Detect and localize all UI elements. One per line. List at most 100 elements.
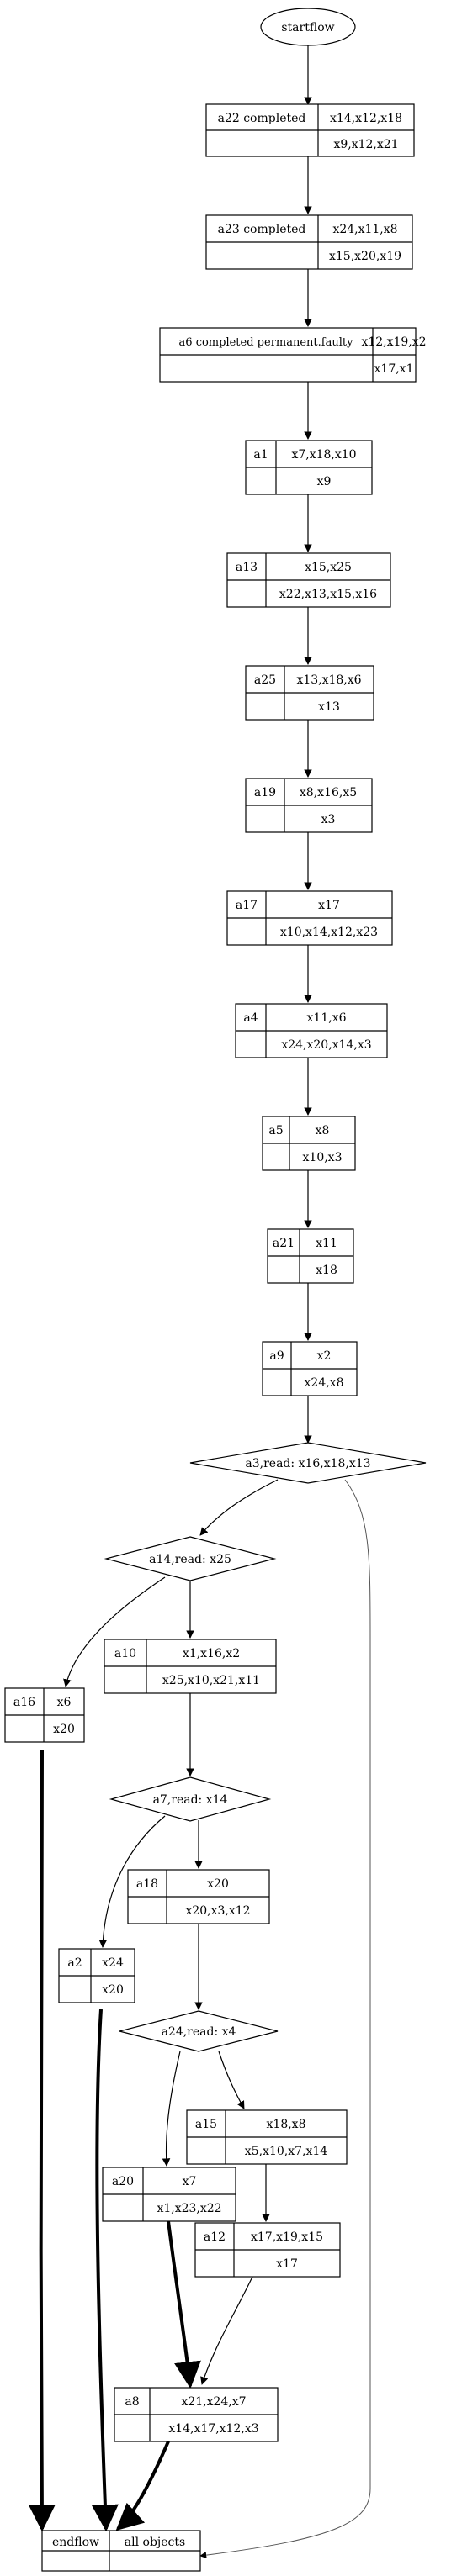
node-name: a12 <box>204 2230 226 2244</box>
node-writes: x17 <box>318 899 340 912</box>
edge-a3-end <box>199 1479 371 2559</box>
node-a8: a8 x21,x24,x7 x14,x17,x12,x3 <box>114 2387 279 2442</box>
edge-a3-a14 <box>199 1479 279 1536</box>
node-name: a1 <box>253 448 268 462</box>
node-writes: x20 <box>207 1877 229 1891</box>
node-name: a22 completed <box>218 112 306 125</box>
end-node: endflow all objects <box>41 2530 201 2572</box>
node-a22: a22 completed x14,x12,x18 x9,x12,x21 <box>205 103 415 157</box>
node-name: a2 <box>67 1956 82 1970</box>
start-node: startflow <box>260 8 356 46</box>
node-a6: a6 completed permanent.faulty x12,x19,x2… <box>159 327 427 383</box>
node-reads: x20,x3,x12 <box>185 1904 250 1918</box>
node-reads: x13 <box>318 700 340 714</box>
start-label: startflow <box>281 21 334 34</box>
node-name: a19 <box>254 786 276 800</box>
node-name: a23 completed <box>218 223 306 236</box>
node-reads: x10,x14,x12,x23 <box>280 926 378 939</box>
node-name: a16 <box>13 1696 35 1709</box>
node-writes: x17,x19,x15 <box>251 2230 323 2244</box>
node-writes: x7,x18,x10 <box>291 448 356 462</box>
decision-a24: a24,read: x4 <box>119 2010 279 2052</box>
node-writes: x18,x8 <box>267 2118 306 2131</box>
node-name: a25 <box>254 673 276 687</box>
decision-label: a14,read: x25 <box>149 1553 231 1566</box>
node-reads: x22,x13,x15,x16 <box>279 588 377 601</box>
node-name: a17 <box>236 899 258 912</box>
node-name: a8 <box>125 2395 139 2409</box>
node-writes: x11,x6 <box>307 1011 347 1025</box>
end-label: all objects <box>125 2536 185 2549</box>
node-name: a13 <box>236 561 258 574</box>
node-a10: a10 x1,x16,x2 x25,x10,x21,x11 <box>104 1639 277 1694</box>
node-writes: x8,x16,x5 <box>300 786 357 800</box>
node-a13: a13 x15,x25 x22,x13,x15,x16 <box>226 552 391 608</box>
node-writes: x24,x11,x8 <box>332 223 397 236</box>
node-writes: x15,x25 <box>305 561 352 574</box>
node-writes: x11 <box>316 1237 337 1250</box>
node-reads: x18 <box>316 1264 337 1277</box>
node-writes: x24 <box>102 1956 124 1970</box>
node-name: a21 <box>273 1237 295 1250</box>
node-a1: a1 x7,x18,x10 x9 <box>245 440 373 495</box>
node-a9: a9 x2 x24,x8 <box>262 1341 358 1396</box>
node-a5: a5 x8 x10,x3 <box>262 1116 356 1171</box>
node-a4: a4 x11,x6 x24,x20,x14,x3 <box>235 1003 388 1058</box>
node-writes: x1,x16,x2 <box>183 1647 240 1660</box>
node-reads: x9,x12,x21 <box>333 138 398 151</box>
node-a19: a19 x8,x16,x5 x3 <box>245 778 373 833</box>
edge-a7-a2 <box>98 1815 166 1948</box>
node-a12: a12 x17,x19,x15 x17 <box>194 2222 341 2278</box>
node-reads: x25,x10,x21,x11 <box>162 1674 260 1687</box>
node-writes: x21,x24,x7 <box>181 2395 246 2409</box>
decision-label: a7,read: x14 <box>153 1793 228 1807</box>
node-a25: a25 x13,x18,x6 x13 <box>245 665 374 721</box>
node-a15: a15 x18,x8 x5,x10,x7,x14 <box>186 2109 348 2165</box>
edge-a2-end <box>91 2009 119 2532</box>
node-reads: x14,x17,x12,x3 <box>168 2422 258 2436</box>
node-reads: x10,x3 <box>303 1151 343 1164</box>
edge-a8-end <box>115 2441 170 2531</box>
edges <box>28 45 371 2559</box>
edge-a20-a8 <box>167 2220 201 2389</box>
node-name: a6 completed permanent.faulty <box>179 336 354 349</box>
node-reads: x9 <box>317 475 332 488</box>
node-reads: x20 <box>102 1983 124 1997</box>
node-a21: a21 x11 x18 <box>267 1228 354 1284</box>
node-writes: x13,x18,x6 <box>296 673 361 687</box>
node-a16: a16 x6 x20 <box>4 1687 85 1743</box>
node-writes: x2 <box>317 1349 332 1363</box>
node-reads: x5,x10,x7,x14 <box>245 2145 327 2158</box>
node-name: a4 <box>243 1011 258 1025</box>
node-a20: a20 x7 x1,x23,x22 <box>102 2167 236 2222</box>
node-name: a20 <box>112 2175 134 2188</box>
node-name: a10 <box>114 1647 136 1660</box>
node-writes: x12,x19,x2 <box>361 335 426 349</box>
node-writes: x14,x12,x18 <box>330 112 402 125</box>
node-reads: x17,x1 <box>374 362 414 376</box>
node-writes: x6 <box>57 1696 72 1709</box>
decision-a7: a7,read: x14 <box>109 1776 272 1822</box>
node-a23: a23 completed x24,x11,x8 x15,x20,x19 <box>205 214 413 270</box>
node-writes: x7 <box>183 2175 197 2188</box>
decision-label: a3,read: x16,x18,x13 <box>245 1457 370 1470</box>
edge-a24-a15 <box>218 2051 245 2109</box>
edge-a14-a16 <box>63 1576 166 1687</box>
edge-a16-end <box>28 1750 56 2532</box>
node-name: a15 <box>195 2118 217 2131</box>
node-name: a9 <box>269 1349 284 1363</box>
edge-a24-a20 <box>162 2051 181 2167</box>
node-reads: x20 <box>53 1723 75 1736</box>
decision-a14: a14,read: x25 <box>104 1536 277 1581</box>
end-name: endflow <box>52 2536 99 2549</box>
decision-a3: a3,read: x16,x18,x13 <box>189 1442 427 1484</box>
node-reads: x24,x20,x14,x3 <box>281 1038 371 1052</box>
decision-label: a24,read: x4 <box>162 2025 236 2039</box>
node-name: a18 <box>136 1877 158 1891</box>
node-reads: x15,x20,x19 <box>329 250 401 263</box>
edge-a12-a8 <box>200 2276 253 2385</box>
node-a2: a2 x24 x20 <box>58 1948 135 2003</box>
node-reads: x17 <box>276 2257 298 2271</box>
node-reads: x24,x8 <box>305 1376 344 1390</box>
